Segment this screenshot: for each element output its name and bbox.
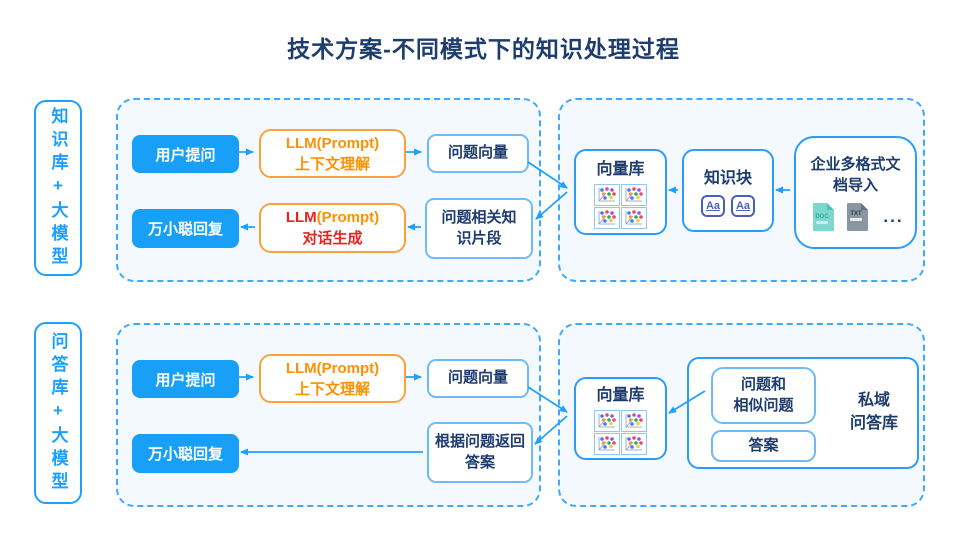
node-label: 向量库: [596, 387, 645, 404]
vector-scatter-icon: [594, 184, 648, 230]
node-knowledge-block: 知识块 Aa Aa: [682, 149, 774, 232]
llm-line1-prompt: (Prompt): [316, 209, 380, 226]
file-icons: DOC TXT ...: [807, 202, 903, 232]
node-label-line1: 问题相关知: [441, 209, 517, 227]
llm-line1-llm: LLM: [285, 209, 317, 226]
aa-icons: Aa Aa: [698, 195, 758, 217]
llm-line2: 对话生成: [302, 230, 363, 247]
node-label-line2: 识片段: [456, 229, 502, 247]
doc-label: DOC: [816, 214, 830, 220]
node-question-similar: 问题和 相似问题: [711, 367, 816, 424]
node-label-line1: 企业多格式文: [810, 156, 901, 173]
node-question-vector: 问题向量: [427, 359, 529, 398]
node-label-line2: 答案: [464, 453, 495, 471]
node-question-vector: 问题向量: [427, 134, 529, 173]
label-line1: 私域: [857, 392, 890, 409]
llm-line1: LLM(Prompt): [285, 134, 380, 152]
txt-file-icon: TXT: [847, 203, 869, 231]
node-label-line1: 根据问题返回: [434, 433, 525, 451]
container-qa-right: 向量库 问题和 相似问题 答案 私域 问答库: [558, 323, 925, 507]
private-qa-label: 私域 问答库: [837, 389, 911, 435]
node-label-line2: 相似问题: [733, 396, 794, 414]
node-label: 用户提问: [155, 371, 216, 389]
node-label-line2: 档导入: [832, 177, 878, 194]
page-title: 技术方案-不同模式下的知识处理过程: [287, 36, 680, 62]
llm-line2: 上下文理解: [294, 155, 370, 173]
node-llm-generate: LLM(Prompt) 对话生成: [259, 203, 406, 253]
side-label-knowledge-base: 知识库+大模型: [34, 100, 82, 276]
node-label: 用户提问: [155, 146, 216, 164]
llm-line2: 上下文理解: [294, 380, 370, 398]
node-label-line1: 问题和: [740, 376, 786, 394]
llm-line1: LLM(Prompt): [285, 359, 380, 377]
node-vector-db: 向量库: [574, 377, 667, 460]
node-llm-context: LLM(Prompt) 上下文理解: [259, 354, 406, 403]
node-user-question: 用户提问: [132, 135, 239, 173]
node-answer-return: 根据问题返回 答案: [427, 422, 533, 483]
container-kb-left: 用户提问 LLM(Prompt) 上下文理解 问题向量 万小聪回复 LLM(Pr…: [116, 98, 541, 282]
node-reply: 万小聪回复: [132, 434, 239, 473]
node-related-segment: 问题相关知 识片段: [425, 198, 533, 259]
node-label: 万小聪回复: [147, 221, 223, 238]
side-label-qa-base: 问答库+大模型: [34, 322, 82, 504]
node-llm-context: LLM(Prompt) 上下文理解: [259, 129, 406, 178]
node-user-question: 用户提问: [132, 360, 239, 398]
node-label: 知识块: [703, 170, 752, 187]
node-label: 问题向量: [447, 369, 508, 387]
node-private-qa-library: 问题和 相似问题 答案 私域 问答库: [687, 357, 919, 469]
vector-scatter-icon: [594, 410, 648, 456]
text-chunk-icon: Aa: [701, 195, 725, 217]
txt-label: TXT: [851, 211, 863, 217]
side-label-text: 问答库+大模型: [48, 331, 68, 495]
node-label: 向量库: [596, 160, 645, 178]
side-label-text: 知识库+大模型: [48, 106, 68, 270]
container-kb-right: 向量库 知识块 Aa Aa 企业多格式文 档导入 DOC: [558, 98, 925, 282]
doc-file-icon: DOC: [813, 203, 835, 231]
node-reply: 万小聪回复: [132, 209, 239, 248]
node-doc-import: 企业多格式文 档导入 DOC TXT ...: [794, 136, 917, 249]
ellipsis-text: ...: [883, 206, 904, 226]
node-answer: 答案: [711, 430, 816, 462]
text-chunk-icon: Aa: [731, 195, 755, 217]
node-label: 答案: [748, 436, 779, 454]
node-label: 万小聪回复: [147, 446, 223, 463]
container-qa-left: 用户提问 LLM(Prompt) 上下文理解 问题向量 万小聪回复 根据问题返回…: [116, 323, 541, 507]
label-line2: 问答库: [849, 415, 898, 433]
node-label: 问题向量: [447, 144, 508, 162]
node-vector-db: 向量库: [574, 149, 667, 235]
